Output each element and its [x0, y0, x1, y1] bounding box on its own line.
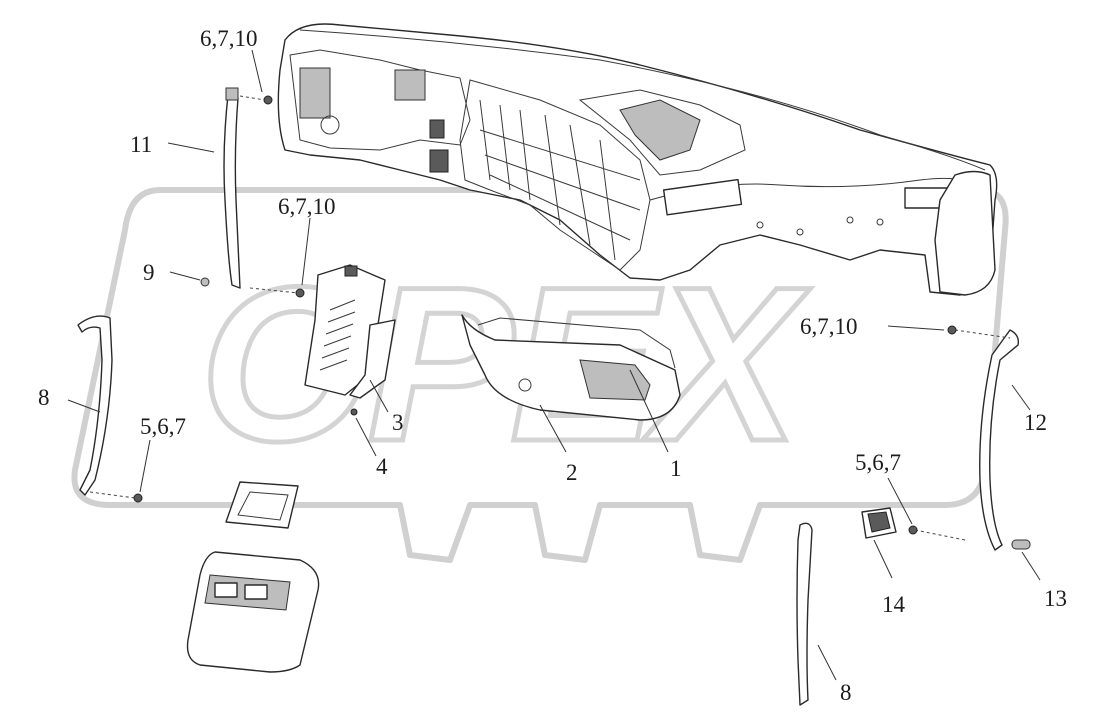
part-11-harness — [223, 87, 273, 289]
callout-6-7-10-mid: 6,7,10 — [278, 194, 336, 219]
leader-lines — [67, 49, 1041, 681]
callout-3: 3 — [392, 410, 404, 435]
watermark-gear-outline — [71, 157, 1009, 563]
switch-face — [867, 511, 891, 533]
console-trim-inner — [237, 491, 289, 521]
console-trim-ring — [225, 481, 299, 529]
part-4-screw — [350, 408, 358, 416]
part-3-vent-panel — [304, 264, 396, 416]
part-8-left-harness — [77, 315, 143, 503]
vent-panel-top-clip — [344, 265, 358, 277]
dashboard-outline — [277, 23, 998, 296]
bolt-upper-bracket — [295, 288, 305, 298]
bolt-top-left — [263, 95, 273, 105]
console-slot-left — [214, 582, 238, 598]
part-1-cover — [579, 359, 651, 401]
callout-14: 14 — [882, 592, 906, 617]
dashboard-right-end — [934, 170, 996, 296]
harness-11 — [223, 94, 241, 289]
switch-bolt-line — [914, 529, 966, 541]
callout-8-left: 8 — [38, 385, 50, 410]
part-12-harness — [947, 325, 1031, 551]
console-slot-right — [244, 584, 268, 600]
cluster-mount-left — [299, 67, 331, 119]
callout-13: 13 — [1044, 586, 1067, 611]
center-console-parts — [186, 481, 320, 673]
bolt-right-lower — [908, 525, 918, 535]
part-8-bottom-harness — [796, 522, 813, 706]
bolt-line-upper-bracket — [249, 287, 299, 294]
harness-11-bolt-line — [239, 95, 266, 101]
harness-8-left-bolt-line — [89, 491, 136, 499]
part-13-plug — [1011, 539, 1031, 550]
center-vent — [429, 119, 445, 139]
tray-rim — [477, 317, 676, 369]
bolt-right-upper — [947, 325, 957, 335]
center-frame-ribs — [479, 99, 641, 261]
dashboard-top-edge — [299, 29, 986, 171]
vent-right-inner — [662, 178, 743, 216]
bolt-lower-left — [133, 493, 143, 503]
harness-12-bolt-line — [954, 329, 1011, 339]
tray-hole — [518, 378, 532, 392]
passenger-recess — [619, 99, 701, 161]
harness-8-bottom — [796, 522, 813, 706]
vent-panel-side — [349, 319, 396, 399]
callout-6-7-10-top: 6,7,10 — [200, 26, 258, 51]
harness-8-left — [77, 315, 113, 496]
center-console — [186, 551, 320, 673]
dashboard-panel — [277, 23, 998, 296]
part-14-switch — [861, 507, 966, 541]
center-frame — [459, 79, 651, 271]
harness-12 — [979, 329, 1020, 551]
glovebox-cavity — [578, 89, 746, 176]
callout-2: 2 — [566, 460, 578, 485]
callout-5-6-7-right: 5,6,7 — [855, 450, 901, 475]
callout-4: 4 — [376, 454, 388, 479]
callout-5-6-7-left: 5,6,7 — [140, 414, 186, 439]
callout-labels: 6,7,10 11 6,7,10 9 8 5,6,7 3 4 2 1 6,7,1… — [38, 26, 1067, 705]
part-2-tray — [461, 314, 681, 421]
center-bracket — [429, 149, 449, 173]
callout-6-7-10-right: 6,7,10 — [800, 314, 858, 339]
part-9-clip — [200, 277, 210, 287]
cluster-mount-center — [394, 69, 426, 101]
callout-11: 11 — [130, 132, 152, 157]
cluster-hole — [320, 115, 340, 135]
callout-9: 9 — [143, 260, 155, 285]
callout-12: 12 — [1024, 410, 1047, 435]
callout-8-bottom: 8 — [840, 680, 852, 705]
vent-panel-slots — [319, 299, 356, 371]
harness-11-end-top — [225, 87, 239, 101]
instrument-cavity — [289, 49, 471, 151]
dashboard-bottom-holes — [756, 216, 884, 236]
callout-1: 1 — [670, 456, 682, 481]
